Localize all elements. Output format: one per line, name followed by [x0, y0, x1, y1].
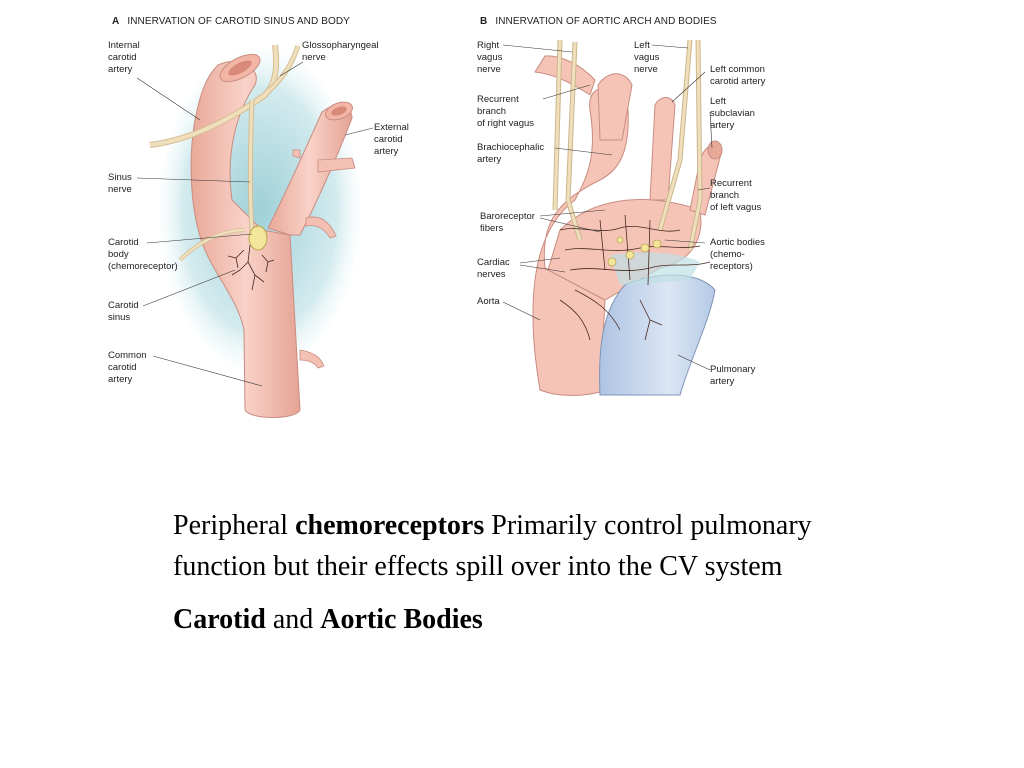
label-left-vagus-nerve: Left vagus nerve: [634, 40, 660, 75]
label-recurrent-branch-right-vagus: Recurrent branch of right vagus: [477, 94, 535, 129]
label-pulmonary-artery: Pulmonary artery: [710, 364, 756, 387]
caption-keyword-aortic-bodies: Aortic Bodies: [320, 604, 483, 635]
panel-b-letter: B: [480, 16, 488, 27]
label-left-common-carotid-artery: Left common carotid artery: [710, 64, 766, 87]
caption-and: and: [265, 604, 321, 635]
label-glossopharyngeal-nerve: Glossopharyngeal nerve: [302, 40, 379, 63]
caption-keyword-carotid: Carotid: [173, 604, 266, 635]
label-baroreceptor-fibers: Baroreceptor fibers: [480, 211, 535, 234]
label-recurrent-branch-left-vagus: Recurrent branch of left vagus: [710, 178, 762, 213]
caption-line1-pre: Peripheral: [173, 510, 296, 541]
panel-b-title-text: INNERVATION OF AORTIC ARCH AND BODIES: [495, 16, 717, 27]
panel-a-title-text: INNERVATION OF CAROTID SINUS AND BODY: [127, 16, 350, 27]
label-carotid-sinus: Carotid sinus: [108, 300, 139, 323]
carotid-illustration: [136, 44, 374, 418]
label-external-carotid-artery: External carotid artery: [374, 122, 409, 157]
label-internal-carotid-artery: Internal carotid artery: [108, 40, 140, 75]
label-aorta: Aorta: [477, 296, 500, 307]
caption-line1-post: Primarily control pulmonary function but…: [173, 510, 812, 582]
aortic-illustration: [502, 39, 723, 396]
label-right-vagus-nerve: Right vagus nerve: [477, 40, 503, 75]
panel-a-letter: A: [112, 16, 120, 27]
slide-caption: Peripheral chemoreceptors Primarily cont…: [173, 505, 893, 640]
panel-a-title: A INNERVATION OF CAROTID SINUS AND BODY: [112, 16, 350, 27]
caption-line-1: Peripheral chemoreceptors Primarily cont…: [173, 505, 893, 587]
label-sinus-nerve: Sinus nerve: [108, 172, 132, 195]
label-carotid-body: Carotid body (chemoreceptor): [108, 237, 178, 272]
label-left-subclavian-artery: Left subclavian artery: [710, 96, 755, 131]
caption-line-2: Carotid and Aortic Bodies: [173, 599, 893, 640]
label-brachiocephalic-artery: Brachiocephalic artery: [477, 142, 545, 165]
panel-b-title: B INNERVATION OF AORTIC ARCH AND BODIES: [480, 16, 717, 27]
label-aortic-bodies: Aortic bodies (chemo- receptors): [710, 237, 765, 272]
caption-keyword-chemoreceptors: chemoreceptors: [295, 510, 485, 541]
label-common-carotid-artery: Common carotid artery: [108, 350, 147, 385]
label-cardiac-nerves: Cardiac nerves: [477, 257, 510, 280]
